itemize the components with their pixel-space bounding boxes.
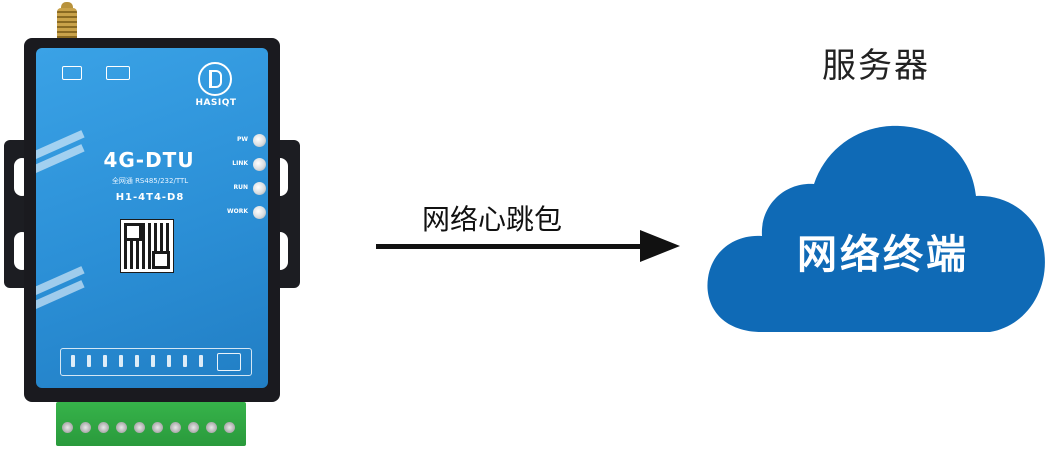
led-icon	[253, 182, 266, 195]
led-run: RUN	[208, 182, 266, 196]
port-pin	[71, 355, 75, 367]
screw-icon	[80, 422, 91, 433]
port-pin	[167, 355, 171, 367]
ethernet-port-icon	[217, 353, 241, 371]
screw-icon	[98, 422, 109, 433]
screw-icon	[224, 422, 235, 433]
screw-icon	[152, 422, 163, 433]
led-label: PW	[236, 136, 248, 143]
port-pin	[183, 355, 187, 367]
port-pin	[103, 355, 107, 367]
brand-name: HASIQT	[195, 98, 237, 108]
device-model: H1-4T4-D8	[115, 192, 185, 203]
heartbeat-label: 网络心跳包	[422, 203, 563, 236]
io-port-strip	[60, 348, 252, 376]
screw-icon	[62, 422, 73, 433]
port-pin	[87, 355, 91, 367]
arrow-head-icon	[640, 230, 680, 262]
screw-icon	[116, 422, 127, 433]
screw-icon	[170, 422, 181, 433]
led-label: LINK	[232, 160, 248, 167]
cloud-shape	[707, 125, 1045, 332]
led-work: WORK	[208, 206, 266, 220]
led-power: PW	[208, 134, 266, 148]
device-subtitle: 全网通 RS485/232/TTL	[111, 177, 189, 185]
antenna-port-icon	[62, 66, 82, 80]
led-icon	[253, 158, 266, 171]
dtu-device: HASIQT 4G-DTU 全网通 RS485/232/TTL H1-4T4-D…	[0, 0, 320, 451]
terminal-block	[56, 402, 246, 446]
server-label: 服务器	[822, 46, 930, 86]
port-pin	[151, 355, 155, 367]
cloud-icon	[707, 125, 1045, 332]
brand-logo-icon	[198, 62, 232, 96]
led-label: WORK	[227, 208, 248, 215]
led-icon	[253, 134, 266, 147]
device-front-panel: HASIQT 4G-DTU 全网通 RS485/232/TTL H1-4T4-D…	[36, 48, 268, 388]
port-pin	[119, 355, 123, 367]
port-pin	[135, 355, 139, 367]
screw-icon	[206, 422, 217, 433]
led-icon	[253, 206, 266, 219]
screw-icon	[188, 422, 199, 433]
screw-icon	[134, 422, 145, 433]
led-link: LINK	[208, 158, 266, 172]
led-label: RUN	[233, 184, 248, 191]
device-title: 4G-DTU	[103, 148, 195, 172]
qr-code-icon	[120, 219, 174, 273]
port-pin	[199, 355, 203, 367]
arrow-shaft	[376, 244, 644, 249]
cloud-label: 网络终端	[797, 232, 969, 278]
antenna-tip	[61, 2, 73, 12]
sim-slot-icon	[106, 66, 130, 80]
